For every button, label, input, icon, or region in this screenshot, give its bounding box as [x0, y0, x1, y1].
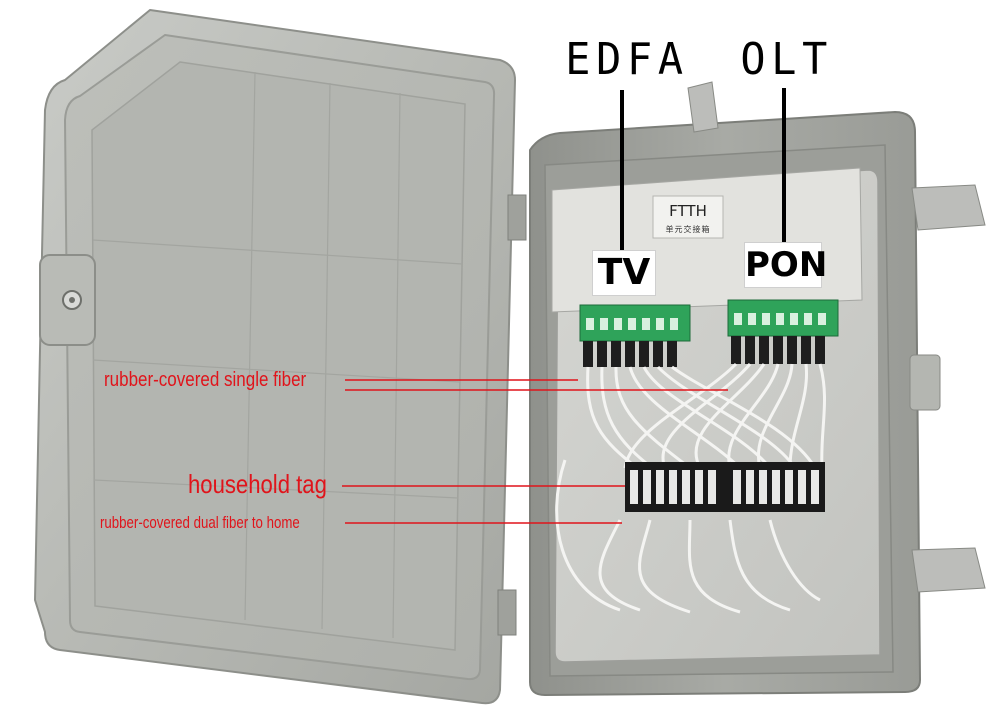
hinges — [497, 194, 527, 636]
rubber-single-fiber-label: rubber-covered single fiber — [104, 369, 307, 391]
pon-port-label: PON — [744, 242, 827, 288]
panel-title: FTTH — [669, 202, 707, 220]
callout-lines — [342, 88, 786, 524]
fiber-cables — [555, 362, 827, 614]
household-tag-label: household tag — [188, 469, 327, 499]
olt-label: OLT — [740, 34, 834, 85]
household-tag-strip — [625, 462, 825, 512]
edfa-label: EDFA — [565, 34, 689, 85]
rubber-dual-fiber-label: rubber-covered dual fiber to home — [100, 513, 300, 532]
panel-subtitle: 单元交接箱 — [665, 225, 711, 234]
tv-port-label: TV — [592, 250, 656, 296]
pon-connectors — [727, 299, 839, 364]
tv-connectors — [579, 304, 691, 367]
enclosure-lid — [33, 8, 517, 705]
